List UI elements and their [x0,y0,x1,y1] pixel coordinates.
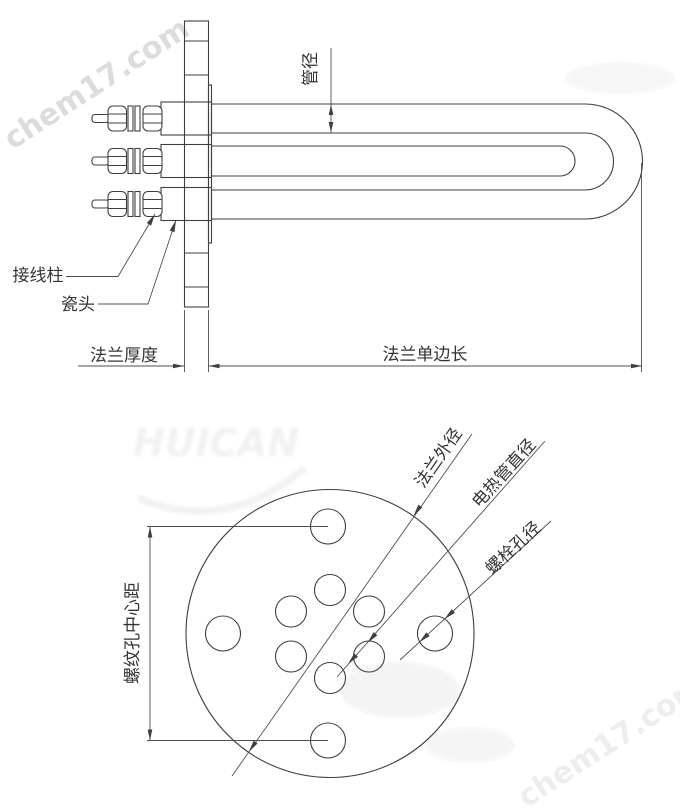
tube-hole [313,661,347,695]
post-nut [142,105,163,132]
leader-line [98,219,177,305]
flange-plate [183,20,210,308]
arrowhead [348,653,358,664]
post-rod [91,113,110,124]
post-nut [142,147,163,175]
post-nut [107,190,128,218]
label-threaded-hole-center-distance: 螺纹孔中心距 [123,582,143,684]
bolt-hole-right [416,615,454,652]
arrowhead-up [147,526,153,538]
dim-flange-side-length: 法兰单边长 [208,163,642,372]
label-ceramic-head: 瓷头 [61,295,95,315]
label-terminal-post: 接线柱 [13,266,64,286]
dim-flange-thickness: 法兰厚度 [78,310,209,372]
tube-middle [211,145,576,177]
flange-face-view: 螺纹孔中心距 法兰外径 电热管直径 螺栓孔径 [123,425,552,779]
side-view: 管径 接线柱 瓷头 法兰厚度 法兰单边长 [13,20,643,372]
watermark-blob [425,727,515,763]
arrowhead [367,632,378,643]
label-heating-tube-diameter: 电热管直径 [468,435,540,512]
ceramic-head-block [160,143,213,179]
leader-line [231,433,473,777]
dim-threaded-hole-center-distance: 螺纹孔中心距 [123,526,328,741]
tube-hole [274,640,308,673]
watermark-ghost-text: HUICAN [133,421,299,465]
post-washer [127,190,134,218]
watermark-blob [565,62,675,94]
tube-inner-loop [211,132,614,191]
arrowhead-down [328,122,334,133]
terminal-post-1 [91,101,213,136]
label-flange-thickness: 法兰厚度 [90,346,158,366]
flange-outer-circle [185,488,475,779]
post-washer [134,105,141,132]
label-tube-diameter: 管径 [301,52,321,86]
bolt-hole-left [204,615,242,652]
terminal-post-2 [91,143,213,179]
dim-bolt-hole-diameter: 螺栓孔径 [399,518,552,661]
callout-terminal-post: 接线柱 [13,213,156,286]
dim-flange-outer-diameter: 法兰外径 [231,425,473,777]
arrowhead-right [173,363,184,369]
flange-side [183,20,210,308]
terminal-post-3 [91,186,213,222]
arrowhead-left [208,363,220,369]
post-washer [127,147,134,175]
tube-hole [313,573,347,607]
arrowhead [146,214,155,226]
post-rod [91,199,110,209]
post-washer [134,147,141,175]
arrowhead-down [147,729,153,741]
post-washer [127,105,134,132]
watermark-text: chem17.com [512,669,680,808]
ceramic-head-block [160,101,213,136]
callout-ceramic-head: 瓷头 [61,219,177,315]
heating-tubes [211,103,643,220]
watermark-ghost-logo: HUICAN [133,62,675,763]
post-nut [107,105,128,132]
leader-line [66,213,156,277]
tube-outer-loop [211,103,643,220]
ceramic-head-block [160,186,213,222]
arrowhead [169,220,176,233]
dim-tube-diameter: 管径 [301,48,334,133]
watermark-blob [340,662,460,718]
watermark-swoosh [136,465,308,515]
post-rod [91,156,110,166]
label-bolt-hole-diameter: 螺栓孔径 [482,518,545,579]
arrowhead-up [328,104,334,115]
arrowhead [413,504,423,516]
watermark-bottom-right: chem17.com [512,669,680,808]
post-nut [142,190,163,218]
tube-hole [352,595,386,628]
arrowhead [419,632,430,643]
post-nut [107,147,128,175]
arrowhead [248,740,258,752]
arrowhead [444,609,455,620]
post-washer [134,190,141,218]
label-flange-side-length: 法兰单边长 [383,345,468,365]
arrowhead-right [631,363,642,369]
tube-hole [274,595,308,628]
